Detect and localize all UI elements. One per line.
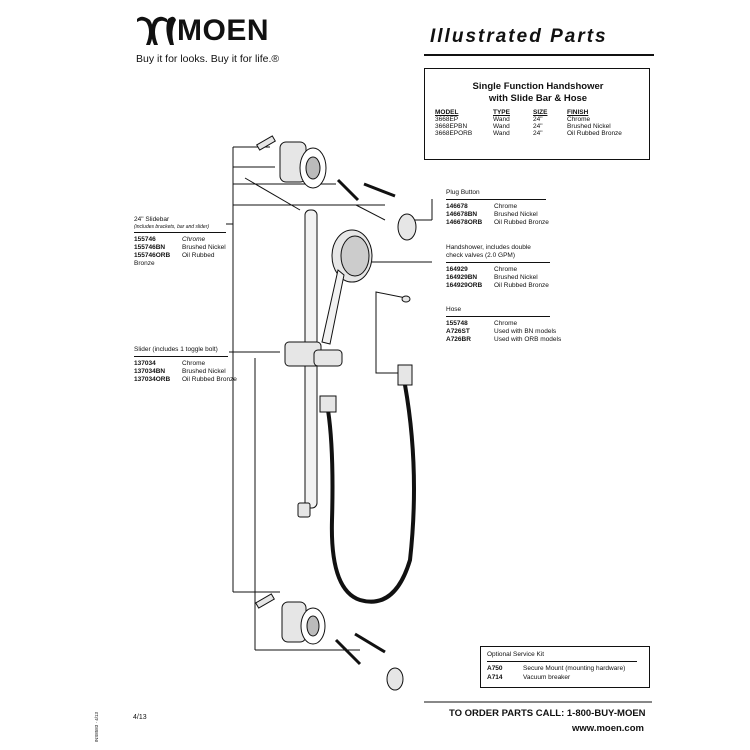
washer-icon [401,295,411,303]
toggle-bolt-bottom-icon [334,632,386,666]
bar-clip-icon [297,502,311,518]
model-table: MODEL TYPE SIZE FINISH 3668EP Wand 24" C… [435,109,645,137]
cell-type: Wand [493,130,510,137]
cell-model: 3668EPBN [435,123,468,130]
cell-model: 3668EPORB [435,130,473,137]
bracket-top-icon [279,141,327,189]
slidebar-underline [134,232,226,233]
col-type: TYPE [493,109,510,116]
cell-finish: Brushed Nickel [567,123,611,130]
slidebar-note: (includes brackets, bar and slider) [134,224,210,230]
hose-icon [319,364,416,604]
date-code: 4/13 [133,714,147,721]
handshower-callout: Handshower, includes double check valves… [446,244,586,290]
cell-size: 24" [533,116,543,123]
brand-tagline: Buy it for looks. Buy it for life.® [136,53,280,65]
cell-finish: Oil Rubbed Bronze [567,130,622,137]
col-finish: FINISH [567,109,589,116]
hose-underline [446,316,550,317]
wall-anchor-bottom-icon [255,593,275,609]
cell-type: Wand [493,123,510,130]
handshower-title-line2: check valves (2.0 GPM) [446,252,515,259]
hose-title: Hose [446,306,462,313]
slidebar-icon [284,209,343,509]
table-row: 3668EPORB Wand 24" Oil Rubbed Bronze [435,130,645,137]
slidebar-title: 24" Slidebar [134,216,170,223]
website-link[interactable]: www.moen.com [572,723,644,734]
toggle-bolt-top-icon [336,178,396,202]
col-size: SIZE [533,109,548,116]
slider-title: Slider (includes 1 toggle bolt) [134,346,218,353]
cell-model: 3668EP [435,116,459,123]
plug-button-top-icon [397,213,417,241]
handshower-underline [446,262,550,263]
bracket-bottom-icon [281,601,326,645]
title-rule [424,54,654,56]
col-model: MODEL [435,109,459,116]
cell-type: Wand [493,116,510,123]
plug-button-underline [446,199,546,200]
cell-size: 24" [533,123,543,130]
slider-underline [134,356,228,357]
table-row: 3668EPBN Wand 24" Brushed Nickel [435,123,645,130]
moen-logo-icon [137,16,176,45]
table-row: 3668EP Wand 24" Chrome [435,116,645,123]
wall-anchor-top-icon [256,135,276,151]
order-phone: TO ORDER PARTS CALL: 1-800-BUY-MOEN [449,708,646,719]
cell-finish: Chrome [567,116,591,123]
plug-button-title: Plug Button [446,189,480,196]
product-info-box: Single Function Handshower with Slide Ba… [424,68,650,160]
document-code: INS8583 · 4/13 [94,712,99,743]
page-title: Illustrated Parts [430,26,608,47]
slidebar-callout: 24" Slidebar (includes brackets, bar and… [134,216,229,268]
handshower-title-line1: Handshower, includes double [446,244,531,251]
service-kit-underline [487,661,637,662]
handshower-icon [321,229,373,345]
product-title-line2: with Slide Bar & Hose [488,93,588,104]
plug-button-bottom-icon [386,667,404,691]
service-kit-title: Optional Service Kit [487,651,545,658]
product-title-line1: Single Function Handshower [472,81,604,92]
model-table-header: MODEL TYPE SIZE FINISH [435,109,645,116]
cell-size: 24" [533,130,543,137]
brand-name: MOEN [177,14,269,47]
